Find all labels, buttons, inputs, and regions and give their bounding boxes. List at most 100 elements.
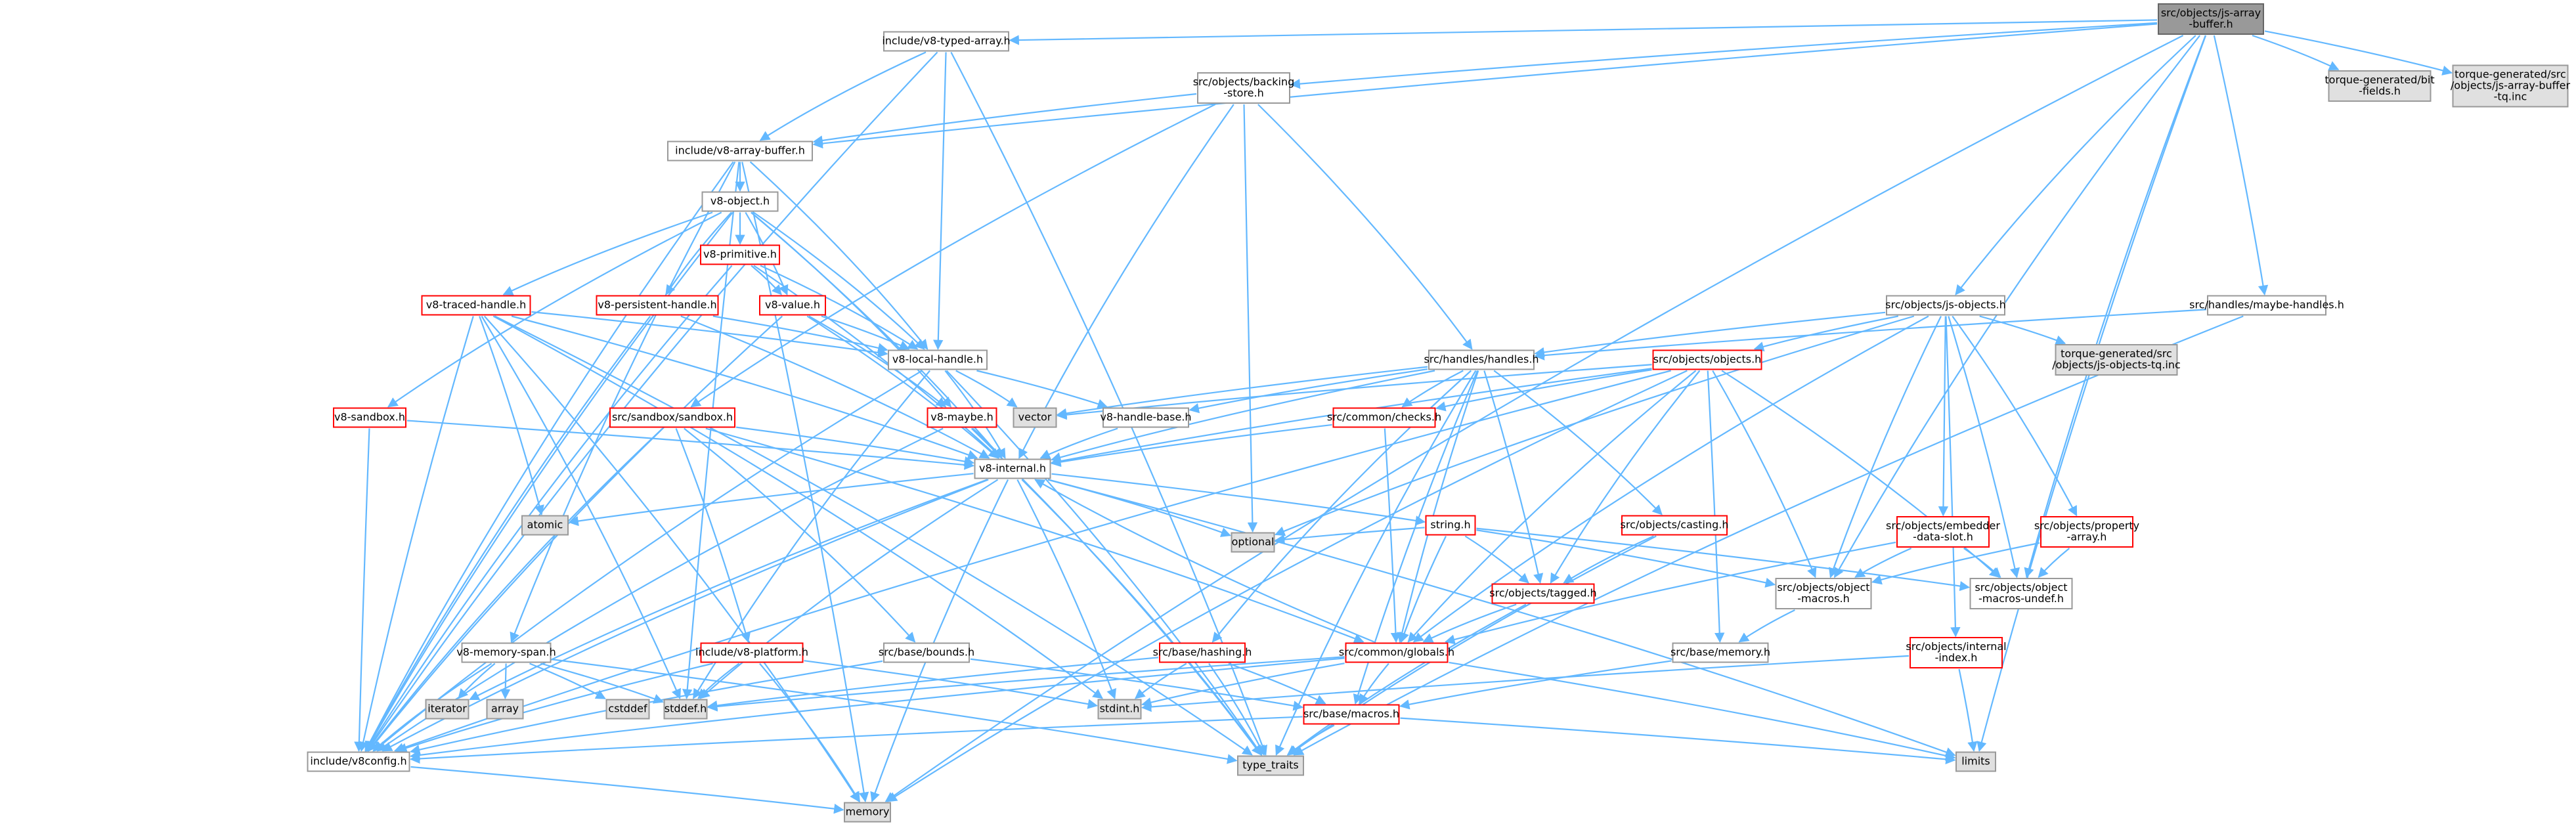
node-string-box (1425, 515, 1476, 536)
node-globals-box (1345, 642, 1449, 663)
edge-root-to-objmacrosundef (2024, 35, 2206, 578)
node-handles[interactable]: src/handles/handles.h (1424, 349, 1539, 370)
node-objects[interactable]: src/objects/objects.h (1652, 349, 1762, 370)
node-casting-label-line: src/objects/casting.h (1621, 519, 1729, 531)
edge-embedder-to-globals (1445, 541, 1896, 645)
node-basememory[interactable]: src/base/memory.h (1670, 642, 1770, 663)
edge-v8platform-to-memory (759, 663, 860, 802)
edge-handles-to-globals (1397, 370, 1479, 643)
node-v8value[interactable]: v8-value.h (759, 295, 826, 316)
node-optional-box (1231, 532, 1275, 553)
node-v8traced-label-line: v8-traced-handle.h (426, 299, 526, 311)
node-v8platform[interactable]: include/v8-platform.h (695, 642, 808, 663)
node-checks[interactable]: src/common/checks.h (1327, 407, 1441, 428)
node-objmacros[interactable]: src/objects/object-macros.h (1775, 578, 1872, 609)
edge-globals-to-limits (1449, 661, 1956, 761)
node-embedder[interactable]: src/objects/embedder-data-slot.h (1886, 516, 2000, 548)
edge-arraybuffer-to-v8local (749, 161, 928, 350)
node-v8local[interactable]: v8-local-handle.h (888, 349, 988, 370)
node-v8sandbox-box (333, 407, 406, 428)
edge-v8persistent-to-v8config (364, 315, 651, 752)
node-root[interactable]: src/objects/js-array-buffer.h (2158, 3, 2264, 35)
edge-objects-to-checks (1435, 369, 1652, 412)
node-v8config[interactable]: include/v8config.h (307, 751, 410, 772)
node-maybehandles[interactable]: src/handles/maybe-handles.h (2189, 295, 2344, 316)
node-bounds[interactable]: src/base/bounds.h (879, 642, 974, 663)
node-v8sandbox[interactable]: v8-sandbox.h (333, 407, 406, 428)
edge-v8traced-to-typetraits (494, 315, 1253, 756)
node-arraybuffer[interactable]: include/v8-array-buffer.h (667, 141, 813, 162)
node-property[interactable]: src/objects/property-array.h (2034, 516, 2139, 548)
node-v8object[interactable]: v8-object.h (701, 191, 779, 212)
node-tagged[interactable]: src/objects/tagged.h (1489, 583, 1597, 604)
edge-backing-to-sandbox (690, 104, 1216, 408)
node-typetraits-label-line: type_traits (1242, 759, 1298, 772)
node-arraybuffer-box (667, 141, 813, 162)
node-root-label-line: -buffer.h (2189, 18, 2233, 30)
node-limits: limits (1955, 751, 1996, 772)
edge-internalindex-to-stdint (1141, 655, 1910, 712)
node-v8local-box (888, 349, 988, 370)
node-stdint-label-line: stdint.h (1100, 703, 1140, 715)
edge-checks-to-globals (1384, 428, 1401, 643)
node-internalindex[interactable]: src/objects/internal-index.h (1906, 637, 2007, 668)
edge-jsobjects-to-embedder (1938, 316, 1949, 517)
edge-property-to-objmacrosundef (2038, 548, 2070, 578)
node-objmacros-label-line: -macros.h (1797, 592, 1850, 605)
node-macros[interactable]: src/base/macros.h (1303, 704, 1400, 725)
edge-v8object-to-v8sandbox (387, 211, 722, 408)
node-casting[interactable]: src/objects/casting.h (1621, 515, 1729, 536)
node-basememory-label-line: src/base/memory.h (1670, 646, 1770, 659)
node-v8persistent[interactable]: v8-persistent-handle.h (596, 295, 719, 316)
node-v8internal[interactable]: v8-internal.h (974, 458, 1051, 479)
node-v8value-label-line: v8-value.h (765, 299, 820, 311)
node-sandbox[interactable]: src/sandbox/sandbox.h (609, 407, 735, 428)
node-string[interactable]: string.h (1425, 515, 1476, 536)
node-hashing[interactable]: src/base/hashing.h (1153, 642, 1252, 663)
node-tagged-label-line: src/objects/tagged.h (1489, 587, 1596, 599)
node-v8persistent-label-line: v8-persistent-handle.h (598, 299, 716, 311)
node-jsobjects[interactable]: src/objects/js-objects.h (1885, 295, 2006, 316)
edge-root-to-bitfields (2252, 34, 2340, 71)
node-stdint-box (1097, 699, 1142, 720)
node-v8maybe[interactable]: v8-maybe.h (927, 407, 997, 428)
edge-root-to-arraybuffer (812, 23, 2158, 149)
node-memoryspan[interactable]: v8-memory-span.h (456, 642, 556, 663)
node-root-box (2158, 3, 2264, 35)
node-v8primitive[interactable]: v8-primitive.h (700, 244, 780, 265)
node-tagged-box (1491, 583, 1595, 604)
edge-tagged-to-typetraits (1286, 603, 1527, 756)
node-jsobjtq-box (2055, 344, 2178, 376)
edge-v8traced-to-stddef (481, 315, 681, 699)
node-hashing-box (1159, 642, 1246, 663)
node-v8traced[interactable]: v8-traced-handle.h (421, 295, 531, 316)
edge-v8persistent-to-v8local (712, 315, 888, 353)
edge-root-to-backing (1290, 22, 2158, 89)
edge-objects-to-v8internal (1050, 368, 1652, 466)
edge-v8traced-to-v8config (358, 316, 474, 752)
node-globals[interactable]: src/common/globals.h (1339, 642, 1454, 663)
node-property-label-line: src/objects/property (2034, 519, 2139, 532)
edge-handles-to-tagged (1483, 370, 1544, 584)
node-handlebase[interactable]: v8-handle-base.h (1100, 407, 1192, 428)
node-typedarray[interactable]: include/v8-typed-array.h (882, 31, 1011, 52)
node-objmacrosundef[interactable]: src/objects/object-macros-undef.h (1969, 578, 2073, 609)
node-objmacrosundef-label-line: src/objects/object (1975, 581, 2067, 594)
node-v8sandbox-label-line: v8-sandbox.h (334, 411, 405, 424)
node-v8value-box (759, 295, 826, 316)
node-arraybuffer-label-line: include/v8-array-buffer.h (675, 144, 805, 157)
node-globals-label-line: src/common/globals.h (1339, 646, 1454, 659)
node-backing[interactable]: src/objects/backing-store.h (1193, 72, 1295, 104)
edge-memoryspan-to-array (500, 663, 511, 700)
edge-memoryspan-to-stddef (540, 663, 664, 704)
node-typedarray-label-line: include/v8-typed-array.h (882, 35, 1010, 47)
node-jsobjtq-label-line: torque-generated/src (2061, 347, 2172, 360)
edge-root-to-jsobjects (1955, 35, 2196, 295)
node-cstddef-box (605, 699, 650, 720)
edge-v8object-to-v8local (753, 211, 925, 350)
edge-string-to-tagged (1464, 535, 1529, 584)
node-memoryspan-label-line: v8-memory-span.h (456, 646, 556, 659)
edge-v8local-to-handlebase (976, 370, 1108, 409)
node-backing-label-line: -store.h (1223, 87, 1263, 99)
